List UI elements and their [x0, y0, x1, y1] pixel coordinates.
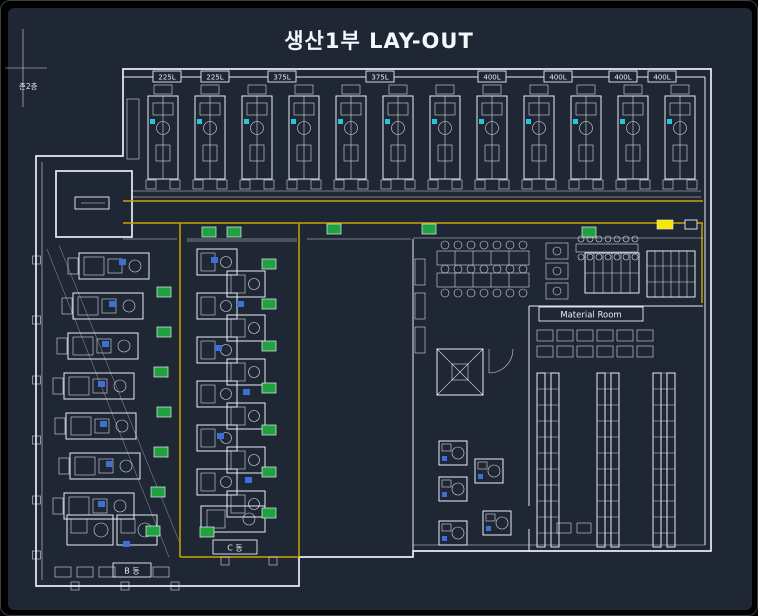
press-machine — [54, 412, 137, 440]
capacity-tag-label: 400L — [483, 74, 500, 82]
capacity-tag-label: 400L — [549, 74, 566, 82]
entry-room — [55, 170, 133, 238]
storage-racks — [536, 372, 676, 548]
status-marker — [226, 226, 242, 238]
press-machine — [52, 372, 135, 400]
status-marker — [156, 326, 172, 338]
block-c-label: C 동 — [227, 544, 243, 553]
capacity-tag-box — [647, 70, 677, 83]
press-machine — [67, 252, 150, 280]
molding-machine — [474, 84, 510, 190]
molding-machine — [380, 84, 416, 190]
status-marker — [156, 286, 172, 298]
equipment-column — [545, 242, 569, 300]
molding-machine — [333, 84, 369, 190]
molding-machine — [145, 84, 181, 190]
molding-machine — [662, 84, 698, 190]
capacity-tag-box — [152, 70, 182, 83]
status-marker — [581, 226, 597, 238]
c-block-machines — [196, 248, 266, 533]
block-b-label-box — [112, 562, 152, 578]
blue-accents — [98, 257, 252, 547]
green-markers — [145, 223, 597, 538]
status-marker — [261, 507, 277, 519]
status-marker — [326, 223, 342, 235]
status-marker — [261, 298, 277, 310]
molding-machine — [286, 84, 322, 190]
status-marker — [199, 526, 215, 538]
desk-cluster-a — [436, 240, 530, 298]
molding-machine — [192, 84, 228, 190]
status-marker — [153, 366, 169, 378]
capacity-tag-label: 225L — [206, 74, 223, 82]
capacity-tag-label: 400L — [653, 74, 670, 82]
capacity-tag-label: 400L — [614, 74, 631, 82]
wall-columns — [32, 255, 278, 591]
capacity-tag-label: 375L — [371, 74, 388, 82]
highlight-marker — [656, 219, 674, 230]
press-machine — [56, 332, 139, 360]
page-title: 생산1부 LAY-OUT — [284, 29, 474, 53]
stairwell — [436, 348, 484, 396]
aisle-markings — [123, 200, 703, 558]
bottom-pallets — [54, 566, 170, 578]
right-section-walls — [412, 239, 703, 551]
corridor-lines — [123, 190, 703, 242]
capacity-tag-label: 375L — [273, 74, 290, 82]
press-machine — [61, 292, 144, 320]
molding-machine — [427, 84, 463, 190]
capacity-tag-box — [477, 70, 507, 83]
floorplan-drawing: 225L 225L 375L 375L 400L 400L 400L 400L 존2층 B 동 C … — [5, 8, 752, 610]
material-pallets — [536, 329, 654, 358]
capacity-tags: 225L 225L 375L 375L 400L 400L 400L 400L — [152, 70, 677, 83]
status-marker — [261, 382, 277, 394]
capacity-tag-label: 225L — [158, 74, 175, 82]
block-b-label: B 동 — [124, 567, 139, 576]
model-space — [8, 8, 752, 610]
status-marker — [261, 424, 277, 436]
molding-machine — [615, 84, 651, 190]
status-marker — [201, 226, 217, 238]
capacity-tag-box — [267, 70, 297, 83]
cad-crosshair-icon — [5, 29, 47, 107]
door-swing-icon — [488, 348, 514, 374]
material-room-label: Material Room — [560, 311, 621, 321]
top-machine-row — [126, 84, 698, 190]
b-block-machines — [52, 252, 158, 546]
status-marker — [153, 446, 169, 458]
small-machines — [438, 440, 592, 546]
desk-cluster-b — [575, 235, 639, 261]
status-marker — [156, 406, 172, 418]
status-marker — [421, 223, 437, 235]
status-marker — [150, 486, 166, 498]
capacity-tag-box — [365, 70, 395, 83]
shelving-grid — [584, 250, 696, 298]
status-marker — [261, 340, 277, 352]
zone-label: 존2층 — [19, 82, 38, 91]
molding-machine — [239, 84, 275, 190]
capacity-tag-box — [200, 70, 230, 83]
corridor-tag — [684, 219, 698, 230]
capacity-tag-box — [543, 70, 573, 83]
press-machine — [58, 452, 141, 480]
status-marker — [261, 466, 277, 478]
block-c-label-box — [212, 539, 258, 555]
status-marker — [261, 258, 277, 270]
material-room-label-box — [538, 306, 644, 322]
molding-machine — [568, 84, 604, 190]
status-marker — [145, 525, 161, 537]
molding-machine — [521, 84, 557, 190]
capacity-tag-box — [608, 70, 638, 83]
